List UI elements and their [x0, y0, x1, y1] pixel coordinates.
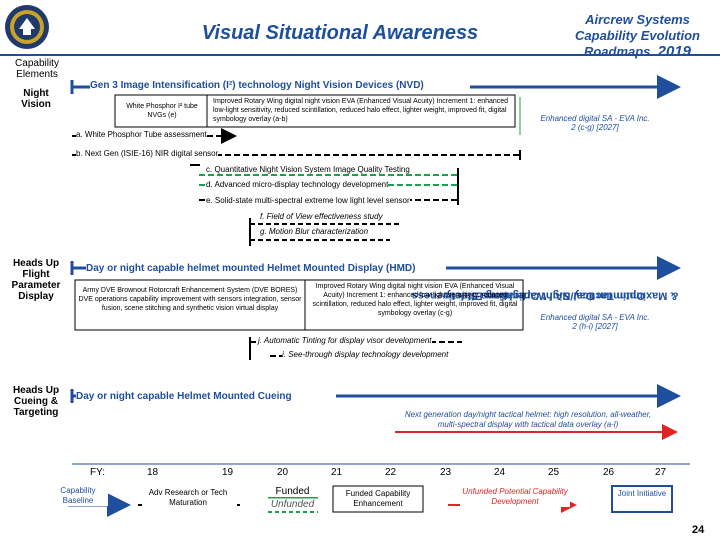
fy-year: 24: [494, 467, 506, 478]
fy-year: 19: [222, 467, 234, 478]
navy-seal-logo: [4, 4, 50, 50]
nv-improved-text: Improved Rotary Wing digital night visio…: [213, 98, 509, 123]
legend-baseline: Capability Baseline: [48, 486, 108, 506]
label-g: g. Motion Blur characterization: [260, 227, 369, 236]
hud-title: Day or night capable helmet mounted Helm…: [86, 263, 446, 274]
legend-funded-cap: Funded Capability Enhancement: [345, 489, 411, 508]
fy-year: 20: [277, 467, 289, 478]
cueing-title: Day or night capable Helmet Mounted Cuei…: [76, 391, 336, 402]
label-a: a. White Phosphor Tube assessment: [76, 130, 207, 139]
nv-enhanced-text: Enhanced digital SA - EVA Inc. 2 (c-g) […: [540, 114, 650, 132]
fy-year: 27: [655, 467, 667, 478]
night-vision-label: Night Vision: [21, 88, 51, 110]
legend-joint: Joint Initiative: [617, 489, 667, 498]
fy-year: 21: [331, 467, 343, 478]
label-e: e. Solid-state multi-spectral extreme lo…: [206, 196, 410, 205]
legend-funded: Funded: [265, 487, 320, 497]
page-title: Visual Situational Awareness: [201, 22, 479, 44]
fy-year: 18: [147, 467, 159, 478]
improved-box: [206, 94, 516, 128]
legend-unfunded: Unfunded: [265, 500, 320, 510]
page-number: 24: [692, 524, 705, 536]
hud-improved-box: [304, 279, 524, 331]
legend-unfunded-pot: Unfunded Potential Capability Developmen…: [460, 487, 570, 507]
label-i: i. See-through display technology develo…: [282, 350, 449, 359]
capability-elements-label: Capability Elements: [15, 58, 59, 80]
fy-year: 22: [385, 467, 397, 478]
label-d: d. Advanced micro-display technology dev…: [206, 180, 389, 189]
hud-enhanced-text: Enhanced digital SA - EVA Inc. 2 (h-i) […: [540, 313, 650, 331]
cueing-next-gen: Next generation day/night tactical helme…: [404, 410, 652, 429]
fy-label: FY:: [90, 467, 106, 478]
label-c: c. Quantitative Night Vision System Imag…: [206, 165, 410, 174]
aircrew-line1: Aircrew Systems: [585, 12, 690, 27]
legend-adv: Adv Research or Tech Maturation: [142, 488, 234, 508]
fy-year: 25: [548, 467, 560, 478]
cueing-label: Heads Up Cueing & Targeting: [12, 385, 60, 418]
fy-year: 26: [603, 467, 615, 478]
aircrew-line2: Capability Evolution: [575, 28, 700, 43]
label-f: f. Field of View effectiveness study: [260, 212, 383, 221]
army-text: Army DVE Brownout Rotorcraft Enhancement…: [78, 287, 302, 312]
header-divider: [0, 54, 720, 56]
hud-label: Heads Up Flight Parameter Display: [11, 258, 61, 302]
label-j: j. Automatic Tinting for display visor d…: [258, 336, 432, 345]
fy-year: 23: [440, 467, 452, 478]
phosphor-text: White Phosphor I² tube NVGs (e): [126, 103, 198, 119]
hud-improved-text: Improved Rotary Wing digital night visio…: [312, 283, 518, 317]
label-b: b. Next Gen (ISIE-16) NIR digital sensor: [76, 149, 219, 158]
nv-title: Gen 3 Image Intensification (I²) technol…: [90, 80, 470, 91]
